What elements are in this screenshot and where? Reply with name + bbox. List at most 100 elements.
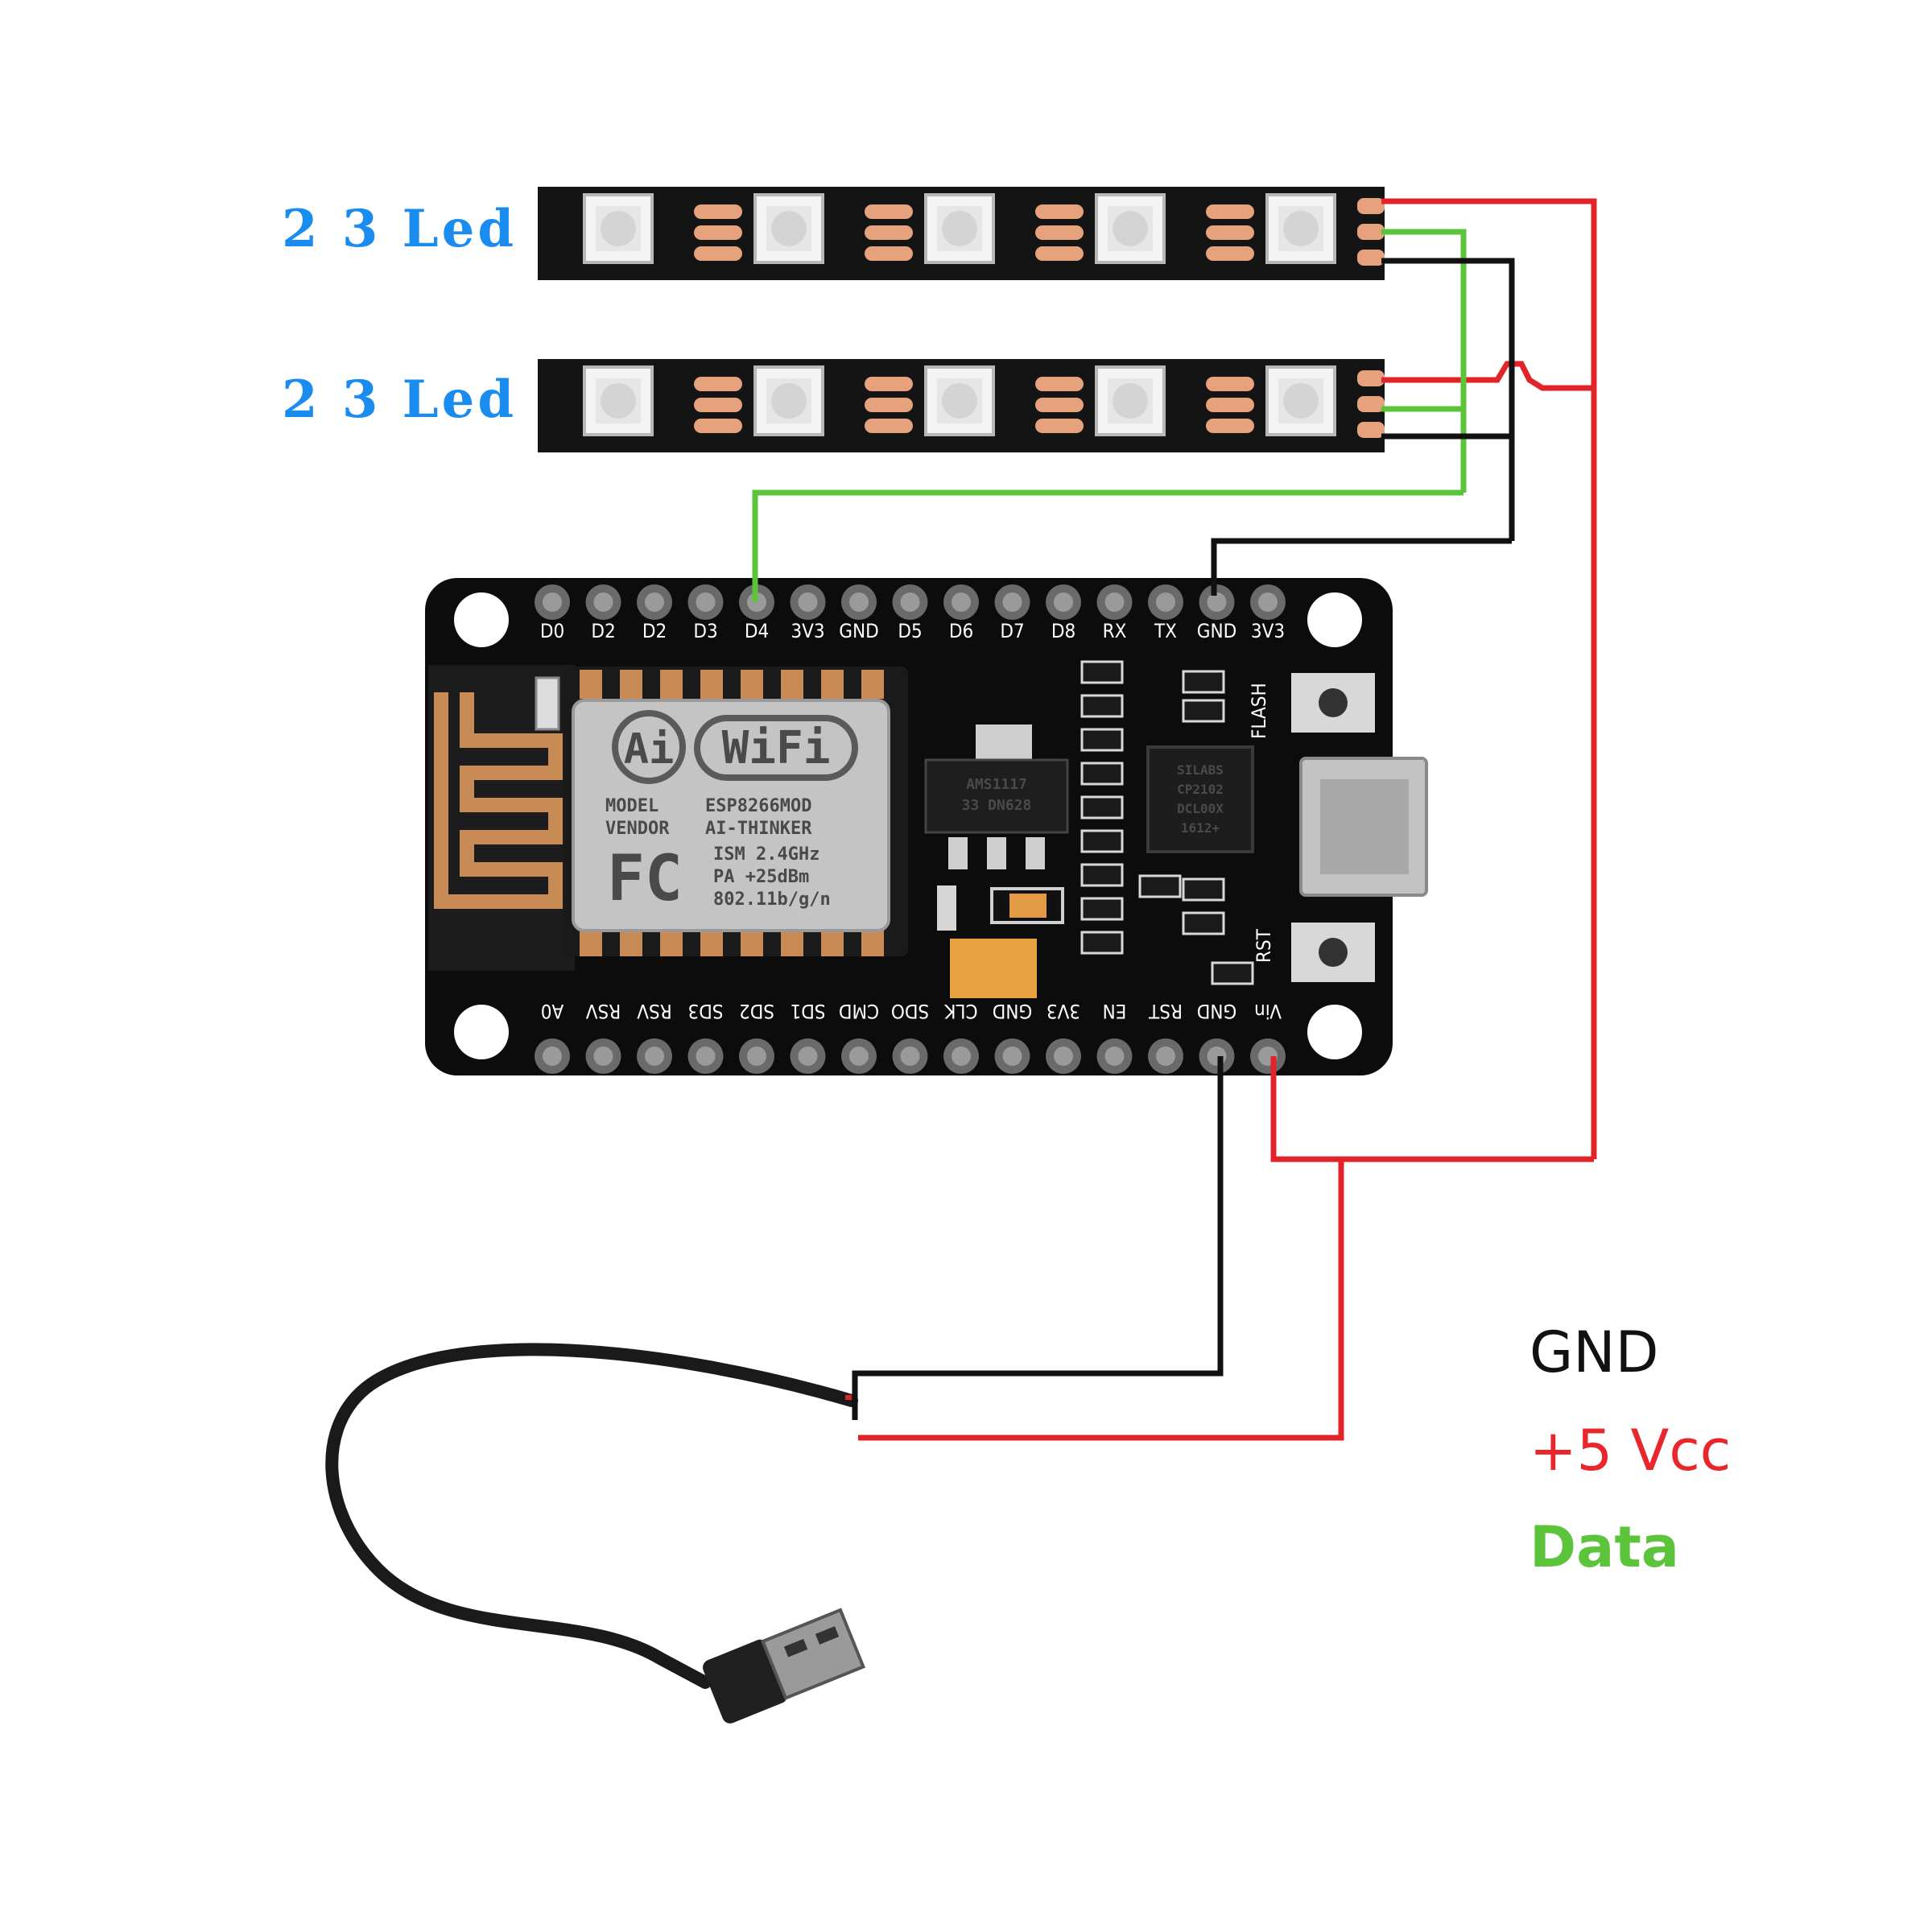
legend-vcc: +5 Vcc [1530, 1418, 1731, 1484]
led-pixel [1265, 193, 1336, 264]
chip-line-1: SILABS [1177, 762, 1224, 778]
data-wire-strip1 [1381, 229, 1467, 493]
flash-label: FLASH [1248, 683, 1270, 739]
micro-usb-port[interactable] [1299, 757, 1428, 897]
legend-data: Data [1530, 1514, 1679, 1580]
gnd-wire-top-pin [1211, 538, 1512, 596]
vendor-value: AI-THINKER [705, 819, 812, 839]
voltage-regulator: AMS1117 33 DN628 [924, 724, 1069, 998]
usb-cable [325, 1343, 866, 1724]
vendor-label: VENDOR [605, 819, 670, 839]
pin-label: D7 [1000, 620, 1024, 642]
pin-label: D6 [949, 620, 973, 642]
header-pin[interactable] [1148, 584, 1183, 620]
chip-line-4: 1612+ [1181, 820, 1220, 836]
header-pin[interactable] [943, 584, 979, 620]
mounting-hole [1307, 592, 1362, 647]
pin-label: RSV [637, 1000, 672, 1022]
mounting-hole [1307, 1005, 1362, 1059]
header-pin[interactable] [535, 1038, 570, 1074]
solder-pad [694, 204, 742, 219]
header-pin[interactable] [841, 1038, 877, 1074]
pin-label: RX [1103, 620, 1127, 642]
led-strip-1 [538, 187, 1385, 280]
header-pin[interactable] [790, 584, 826, 620]
gnd-wire-bottom-pin [852, 1056, 1224, 1420]
header-pin[interactable] [687, 1038, 724, 1074]
pin-label: RST [1148, 1000, 1183, 1022]
solder-pad [1035, 398, 1084, 412]
legend: GND +5 Vcc Data [1530, 1319, 1731, 1580]
header-pin[interactable] [841, 584, 877, 620]
led-pixel [1095, 193, 1166, 264]
header-pin[interactable] [585, 1038, 621, 1074]
solder-pad [1206, 398, 1254, 412]
header-pin[interactable] [535, 584, 570, 620]
solder-pad [1206, 419, 1254, 433]
header-pin[interactable] [739, 1038, 774, 1074]
led-pixel [753, 193, 824, 264]
header-pin[interactable] [1148, 1038, 1183, 1074]
usb-a-plug [703, 1608, 866, 1724]
pin-label: SD1 [790, 1000, 825, 1022]
led-pixel [1265, 365, 1336, 436]
flash-button[interactable]: FLASH [1248, 673, 1375, 739]
solder-pad [694, 377, 742, 391]
pin-label: TX [1154, 620, 1177, 642]
led-pixel [583, 365, 654, 436]
strip-2-label: 2 3 Led [282, 369, 517, 430]
pin-label: A0 [541, 1000, 564, 1022]
solder-pad [865, 204, 913, 219]
pin-label: D3 [693, 620, 717, 642]
header-pin[interactable] [1096, 1038, 1133, 1074]
pin-label: D8 [1051, 620, 1075, 642]
header-pin[interactable] [892, 1038, 928, 1074]
header-pin[interactable] [1046, 1038, 1081, 1074]
vcc-wire-strip2 [1381, 361, 1594, 391]
header-pin[interactable] [1250, 584, 1286, 620]
gnd-wire-strip1 [1381, 258, 1515, 541]
pin-label: GND [839, 620, 879, 642]
solder-pad [694, 419, 742, 433]
header-pin[interactable] [637, 1038, 672, 1074]
ai-logo: Ai [624, 725, 675, 774]
header-pin[interactable] [1096, 584, 1133, 620]
solder-pad [1206, 246, 1254, 261]
header-pin[interactable] [1250, 1038, 1286, 1074]
regulator-line-1: AMS1117 [966, 776, 1027, 793]
header-pin[interactable] [994, 1038, 1030, 1074]
header-pin[interactable] [790, 1038, 826, 1074]
solder-pad [865, 419, 913, 433]
wires [752, 198, 1597, 1441]
solder-pad [1035, 204, 1084, 219]
header-pin[interactable] [687, 584, 724, 620]
header-pin[interactable] [1199, 584, 1235, 620]
header-pin[interactable] [943, 1038, 979, 1074]
pin-label: CLK [944, 1000, 978, 1022]
end-pad [1357, 422, 1385, 438]
mounting-hole [454, 592, 509, 647]
pin-label: D4 [745, 620, 769, 642]
pcb-antenna [428, 665, 575, 971]
pin-label: GND [1197, 1000, 1237, 1022]
model-value: ESP8266MOD [705, 796, 811, 816]
header-pin[interactable] [637, 584, 672, 620]
pin-label: SD2 [739, 1000, 774, 1022]
rst-label: RST [1253, 928, 1275, 963]
header-pin[interactable] [1199, 1038, 1235, 1074]
solder-pad [1206, 204, 1254, 219]
header-pin[interactable] [585, 584, 621, 620]
pin-label: RSV [586, 1000, 621, 1022]
model-label: MODEL [605, 796, 658, 816]
reset-button[interactable]: RST [1253, 923, 1375, 982]
solder-pad [694, 398, 742, 412]
header-pin[interactable] [1046, 584, 1081, 620]
solder-pad [1035, 377, 1084, 391]
header-pin[interactable] [892, 584, 928, 620]
solder-pad [1035, 419, 1084, 433]
mounting-hole [454, 1005, 509, 1059]
wifi-logo: WiFi [722, 722, 831, 774]
header-pin[interactable] [994, 584, 1030, 620]
